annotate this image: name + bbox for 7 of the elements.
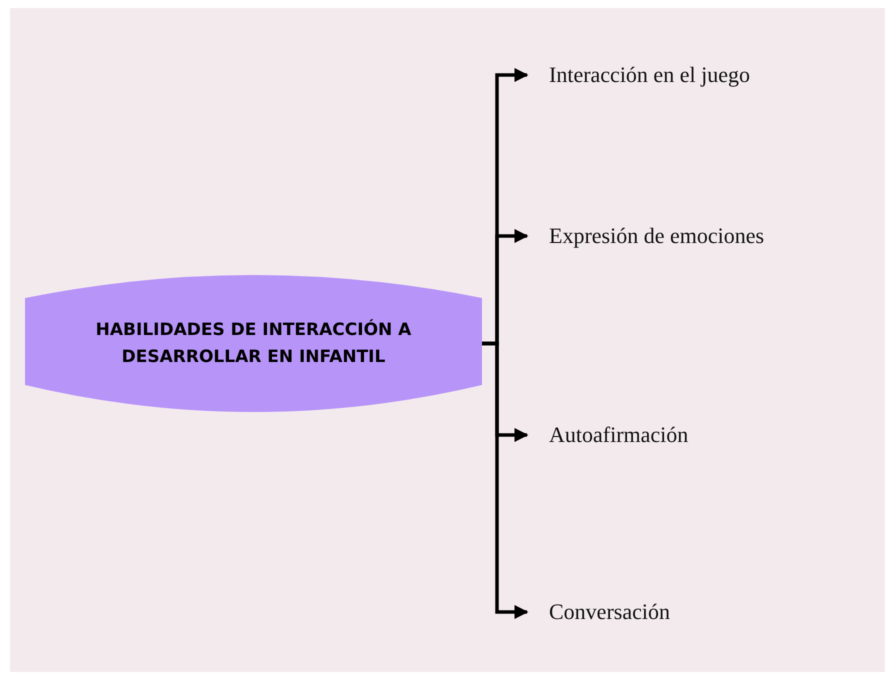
branch-label: Conversación xyxy=(549,599,670,625)
heading-text: HABILIDADES DE INTERACCIÓN A DESARROLLAR EN INFANTIL xyxy=(94,318,412,368)
lens-shape xyxy=(25,275,482,412)
branch-label: Autoafirmación xyxy=(549,422,688,448)
branch-label: Expresión de emociones xyxy=(549,223,764,249)
arrow xyxy=(482,342,528,619)
branch-label: Interacción en el juego xyxy=(549,62,750,88)
